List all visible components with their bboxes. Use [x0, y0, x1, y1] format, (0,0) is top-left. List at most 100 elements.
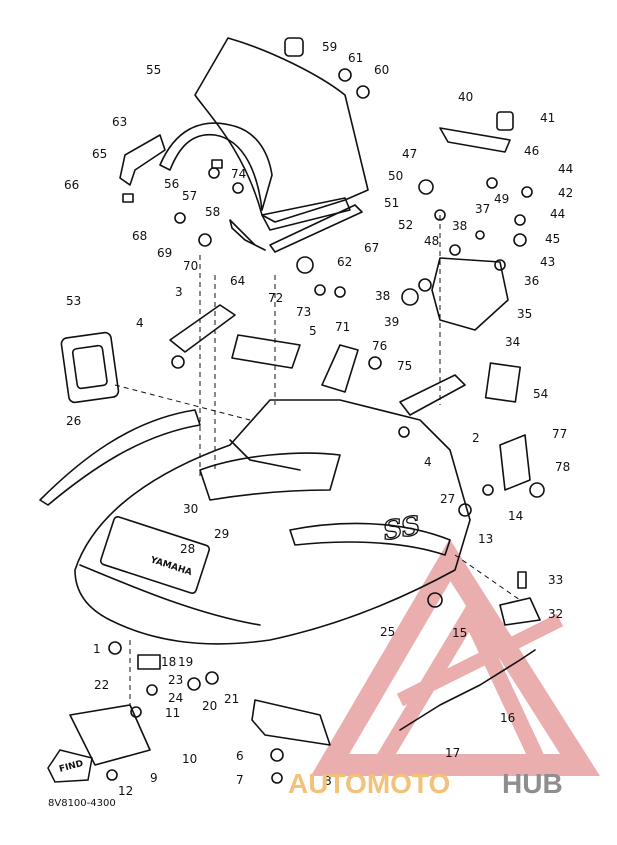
callout: 64 — [230, 274, 245, 288]
callout: 37 — [475, 202, 490, 216]
cable-16 — [399, 649, 536, 731]
callout: 6 — [236, 749, 244, 763]
find-badge: FIND — [47, 749, 93, 783]
callout: 18 — [161, 655, 176, 669]
bracket-9 — [69, 704, 151, 766]
grille-76 — [321, 344, 359, 393]
callout: 3 — [175, 285, 183, 299]
callout: 22 — [94, 678, 109, 692]
callout: 30 — [183, 502, 198, 516]
callout: 75 — [397, 359, 412, 373]
callout: 46 — [524, 144, 539, 158]
callout: 8 — [324, 774, 332, 788]
grille-3 — [169, 304, 236, 353]
svg-text:AUTOMOTO: AUTOMOTO — [288, 768, 450, 799]
callout: 9 — [150, 771, 158, 785]
callout: 42 — [558, 186, 573, 200]
knob-59 — [284, 37, 304, 57]
callout: 24 — [168, 691, 183, 705]
windshield — [194, 37, 369, 223]
callout: 28 — [180, 542, 195, 556]
grille-5 — [231, 334, 301, 369]
callout: 52 — [398, 218, 413, 232]
bracket-left — [119, 134, 166, 186]
callout: 49 — [494, 192, 509, 206]
stripe-25 — [289, 522, 451, 556]
callout: 61 — [348, 51, 363, 65]
callout: 13 — [478, 532, 493, 546]
plate-54 — [484, 362, 522, 403]
callout: 50 — [388, 169, 403, 183]
knob-41 — [496, 111, 514, 131]
callout: 62 — [337, 255, 352, 269]
callout: 10 — [182, 752, 197, 766]
callout: 19 — [178, 655, 193, 669]
callout: 35 — [517, 307, 532, 321]
bracket-8 — [251, 699, 331, 746]
callout: 78 — [555, 460, 570, 474]
callout: 73 — [296, 305, 311, 319]
callout: 66 — [64, 178, 79, 192]
callout: 17 — [445, 746, 460, 760]
windshield-frame — [159, 122, 273, 211]
callout: 33 — [548, 573, 563, 587]
callout: 1 — [93, 642, 101, 656]
callout: 71 — [335, 320, 350, 334]
callout: 51 — [384, 196, 399, 210]
callout: 27 — [440, 492, 455, 506]
svg-text:FIND: FIND — [58, 759, 84, 775]
callout: 41 — [540, 111, 555, 125]
watermark-logo — [310, 538, 601, 776]
watermark-text: AUTOMOTO HUB — [288, 768, 563, 799]
callout: 57 — [182, 189, 197, 203]
callout: 4 — [136, 316, 144, 330]
callout: 12 — [118, 784, 133, 798]
callout: 40 — [458, 90, 473, 104]
callout: 4 — [424, 455, 432, 469]
callout: 23 — [168, 673, 183, 687]
callout: 76 — [372, 339, 387, 353]
callout: 45 — [545, 232, 560, 246]
panel-77 — [499, 434, 531, 491]
callout: 43 — [540, 255, 555, 269]
callout: 26 — [66, 414, 81, 428]
callout: 11 — [165, 706, 180, 720]
bracket-64 — [229, 219, 266, 251]
diagram-code: 8V8100-4300 — [48, 798, 116, 809]
callout: 21 — [224, 692, 239, 706]
hood-main — [74, 399, 471, 645]
emblem-yamaha-text: YAMAHA — [148, 555, 193, 578]
callout: 36 — [524, 274, 539, 288]
callout: 16 — [500, 711, 515, 725]
callout: 70 — [183, 259, 198, 273]
callout: 54 — [533, 387, 548, 401]
cover-53 — [60, 331, 120, 404]
emblem-panel — [99, 516, 211, 594]
callout: 38 — [452, 219, 467, 233]
windshield-trim — [261, 197, 351, 231]
callout: 39 — [384, 315, 399, 329]
callout: 53 — [66, 294, 81, 308]
housing-34 — [431, 257, 509, 331]
clamp-32 — [499, 597, 541, 626]
grille-2 — [399, 374, 466, 416]
callout: 32 — [548, 607, 563, 621]
callout: 72 — [268, 291, 283, 305]
bracket-40 — [439, 127, 511, 153]
callout: 68 — [132, 229, 147, 243]
callout: 67 — [364, 241, 379, 255]
callout: 25 — [380, 625, 395, 639]
callout: 7 — [236, 773, 244, 787]
callout: 77 — [552, 427, 567, 441]
callout: 15 — [452, 626, 467, 640]
callout: 55 — [146, 63, 161, 77]
callout: 69 — [157, 246, 172, 260]
callout: 58 — [205, 205, 220, 219]
callout: 74 — [231, 167, 246, 181]
callout: 63 — [112, 115, 127, 129]
side-trim-26 — [39, 409, 201, 506]
callout: 44 — [558, 162, 573, 176]
callout: 29 — [214, 527, 229, 541]
